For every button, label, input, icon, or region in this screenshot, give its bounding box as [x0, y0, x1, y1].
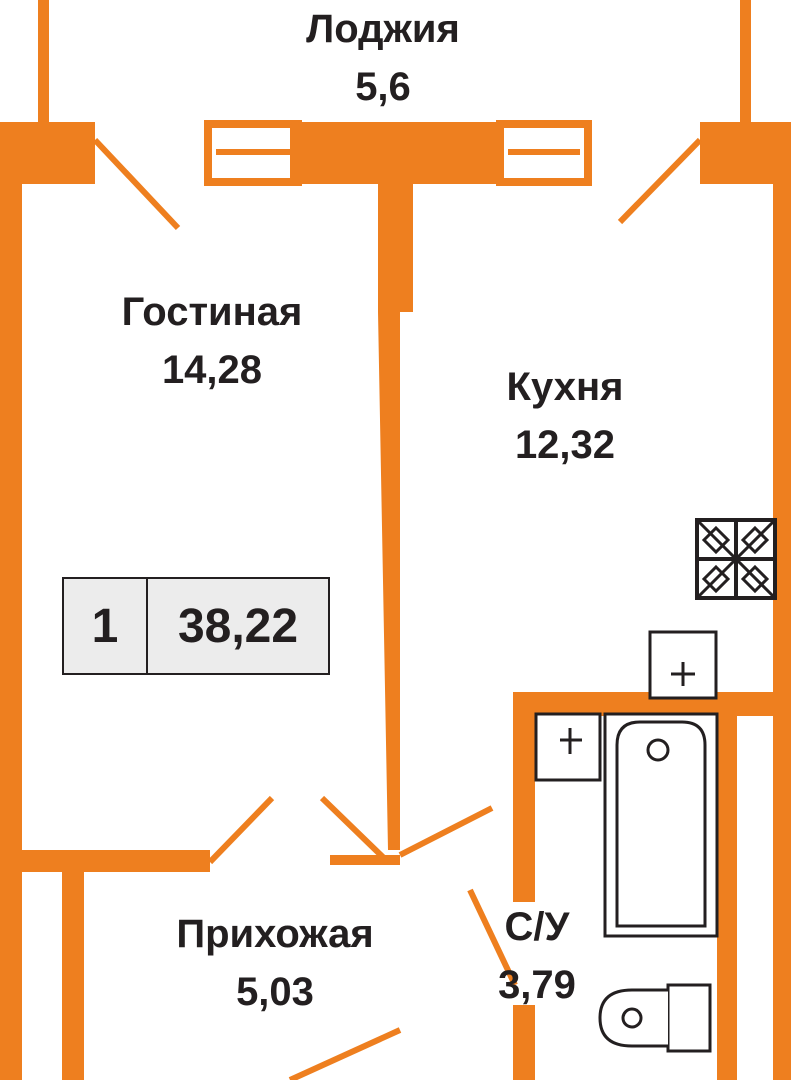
room-kitchen: Кухня 12,32: [415, 358, 715, 474]
door-swings: [92, 137, 703, 1080]
room-area: 5,03: [236, 970, 314, 1014]
washbasin-icon: [534, 712, 602, 782]
room-hall: Прихожая 5,03: [125, 905, 425, 1021]
toilet-icon: [598, 983, 712, 1053]
partition-walls: [0, 122, 502, 872]
room-area: 3,79: [498, 963, 576, 1007]
loggia-walls: [38, 0, 751, 122]
room-area: 12,32: [514, 423, 616, 467]
stove-icon: [695, 518, 777, 600]
exterior-walls: [0, 122, 791, 1080]
room-name: С/У: [504, 905, 570, 949]
room-name: Прихожая: [176, 912, 374, 956]
window-frames: [204, 120, 592, 186]
room-name: Кухня: [506, 365, 624, 409]
room-living: Гостиная 14,28: [62, 283, 362, 399]
room-name: Лоджия: [306, 7, 460, 51]
bathtub-icon: [603, 712, 719, 938]
room-area: 5,6: [355, 65, 411, 109]
sink-icon: [648, 630, 718, 700]
room-name: Гостиная: [121, 290, 303, 334]
apartment-summary-badge: 1 38,22: [62, 577, 330, 675]
room-count: 1: [64, 579, 148, 673]
total-area: 38,22: [177, 599, 299, 653]
room-bathroom: С/У 3,79: [462, 898, 612, 1014]
room-area: 14,28: [161, 348, 263, 392]
room-loggia: Лоджия 5,6: [233, 0, 533, 116]
